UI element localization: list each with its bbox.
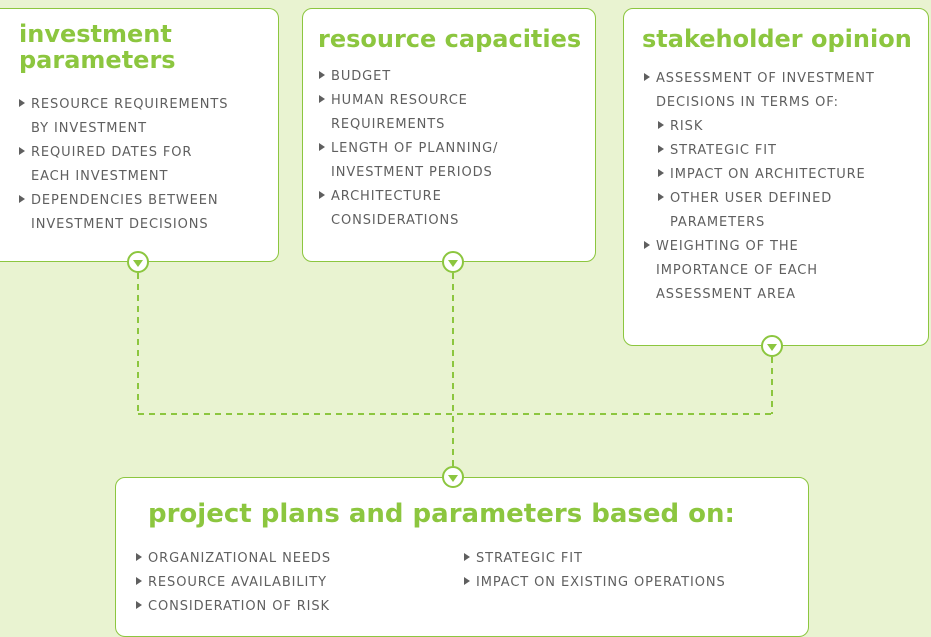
list-item: IMPACT ON EXISTING OPERATIONS (464, 571, 804, 595)
triangle-right-icon (644, 73, 650, 81)
list-item: CONSIDERATION OF RISK (136, 595, 436, 619)
triangle-right-icon (464, 577, 470, 585)
stakeholder-opinion-box: stakeholder opinion ASSESSMENT OF INVEST… (623, 8, 929, 346)
list-item: BUDGET (319, 65, 589, 89)
project-plans-box: project plans and parameters based on: O… (115, 477, 809, 637)
triangle-right-icon (19, 99, 25, 107)
triangle-right-icon (658, 145, 664, 153)
project-title: project plans and parameters based on: (148, 499, 735, 529)
triangle-right-icon (319, 191, 325, 199)
triangle-right-icon (464, 553, 470, 561)
triangle-right-icon (644, 241, 650, 249)
list-item: STRATEGIC FIT (464, 547, 804, 571)
stakeholder-title: stakeholder opinion (642, 25, 912, 53)
list-item: STRATEGIC FIT (644, 139, 926, 163)
project-list-left: ORGANIZATIONAL NEEDS RESOURCE AVAILABILI… (136, 547, 436, 619)
list-item: RISK (644, 115, 926, 139)
triangle-right-icon (136, 577, 142, 585)
list-item: IMPACT ON ARCHITECTURE (644, 163, 926, 187)
list-item: ORGANIZATIONAL NEEDS (136, 547, 436, 571)
list-item: RESOURCE AVAILABILITY (136, 571, 436, 595)
resource-capacities-box: resource capacities BUDGET HUMAN RESOURC… (302, 8, 596, 262)
triangle-right-icon (658, 169, 664, 177)
chevron-down-circle-icon (442, 466, 464, 488)
chevron-down-circle-icon (127, 251, 149, 273)
triangle-right-icon (19, 147, 25, 155)
list-item: LENGTH OF PLANNING/INVESTMENT PERIODS (319, 137, 589, 185)
investment-title-line2: parameters (19, 46, 176, 74)
triangle-right-icon (19, 195, 25, 203)
investment-title-line1: investment (19, 20, 172, 48)
triangle-right-icon (658, 193, 664, 201)
chevron-down-circle-icon (442, 251, 464, 273)
chevron-down-circle-icon (761, 335, 783, 357)
triangle-right-icon (319, 95, 325, 103)
resource-title: resource capacities (318, 25, 582, 53)
triangle-right-icon (319, 71, 325, 79)
triangle-right-icon (658, 121, 664, 129)
project-list-right: STRATEGIC FIT IMPACT ON EXISTING OPERATI… (464, 547, 804, 595)
triangle-right-icon (136, 601, 142, 609)
triangle-right-icon (319, 143, 325, 151)
investment-parameters-box: investment parameters RESOURCE REQUIREME… (0, 8, 279, 262)
stakeholder-sublist: RISK STRATEGIC FIT IMPACT ON ARCHITECTUR… (644, 115, 926, 235)
triangle-right-icon (136, 553, 142, 561)
